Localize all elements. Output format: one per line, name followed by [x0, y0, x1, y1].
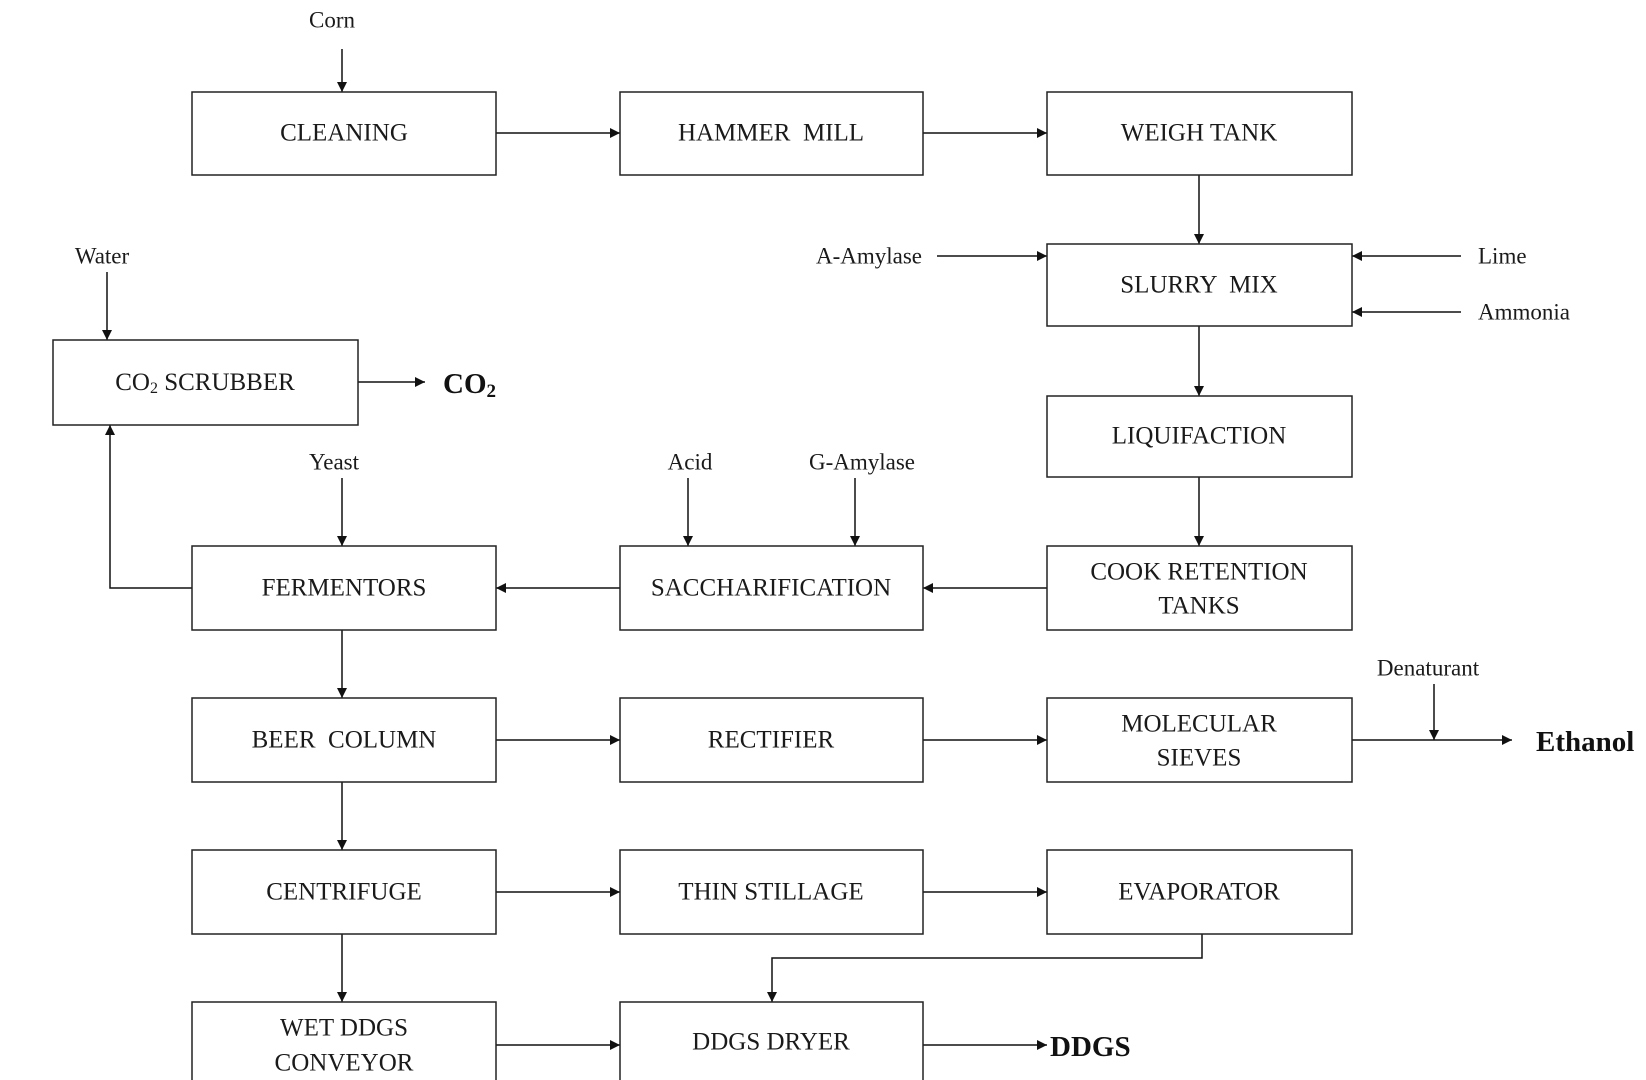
- node-centrifuge-label: CENTRIFUGE: [266, 879, 422, 906]
- input-lime: Lime: [1478, 244, 1527, 269]
- edge-fermentors-co2scrubber: [105, 425, 192, 589]
- node-thin-stillage-label: THIN STILLAGE: [678, 879, 863, 906]
- node-hammer-mill: HAMMER MILL: [619, 91, 924, 176]
- node-molecular-sieves-line1: MOLECULAR: [1121, 711, 1277, 738]
- node-weigh-tank-label: WEIGH TANK: [1121, 120, 1278, 147]
- node-wet-ddgs-line2: CONVEYOR: [275, 1050, 414, 1077]
- node-slurry-mix-label: SLURRY MIX: [1120, 272, 1277, 299]
- node-beer-column: BEER COLUMN: [191, 697, 497, 783]
- node-fermentors: FERMENTORS: [191, 545, 497, 631]
- output-co2-subscript: 2: [487, 381, 497, 402]
- input-water: Water: [75, 244, 130, 269]
- node-cook-retention-line2: TANKS: [1158, 593, 1239, 620]
- node-evaporator: EVAPORATOR: [1046, 849, 1353, 935]
- co2-scrubber-subscript: 2: [150, 380, 158, 397]
- co2-scrubber-pre: CO: [115, 369, 150, 396]
- node-molecular-sieves: MOLECULAR SIEVES: [1046, 697, 1353, 783]
- node-cook-retention-line1: COOK RETENTION: [1090, 559, 1307, 586]
- node-molecular-sieves-line2: SIEVES: [1157, 745, 1242, 772]
- co2-scrubber-post: SCRUBBER: [158, 369, 295, 396]
- node-liquifaction-label: LIQUIFACTION: [1112, 423, 1287, 450]
- input-ammonia: Ammonia: [1478, 300, 1570, 325]
- input-acid: Acid: [668, 450, 713, 475]
- node-fermentors-label: FERMENTORS: [262, 575, 427, 602]
- node-liquifaction: LIQUIFACTION: [1046, 395, 1353, 478]
- output-co2: CO2: [443, 368, 496, 402]
- input-denaturant: Denaturant: [1377, 656, 1480, 681]
- flow-edges: [102, 49, 1512, 1050]
- node-saccharification: SACCHARIFICATION: [619, 545, 924, 631]
- node-beer-column-label: BEER COLUMN: [252, 727, 437, 754]
- output-labels: CO2 Ethanol DDGS: [443, 368, 1634, 1063]
- node-slurry-mix: SLURRY MIX: [1046, 243, 1353, 327]
- input-a-amylase: A-Amylase: [816, 244, 922, 269]
- node-hammer-mill-label: HAMMER MILL: [678, 120, 864, 147]
- output-ddgs: DDGS: [1050, 1031, 1131, 1063]
- node-ddgs-dryer-label: DDGS DRYER: [692, 1029, 850, 1056]
- node-saccharification-label: SACCHARIFICATION: [651, 575, 891, 602]
- edge-evaporator-ddgsdryer: [767, 934, 1203, 1002]
- node-thin-stillage: THIN STILLAGE: [619, 849, 924, 935]
- node-evaporator-label: EVAPORATOR: [1118, 879, 1280, 906]
- output-co2-main: CO: [443, 368, 487, 400]
- node-ddgs-dryer: DDGS DRYER: [619, 1001, 924, 1080]
- input-labels: Corn Water A-Amylase Lime Ammonia Yeast …: [75, 8, 1570, 681]
- node-cleaning-label: CLEANING: [280, 120, 408, 147]
- node-wet-ddgs-line1: WET DDGS: [280, 1015, 408, 1042]
- input-corn: Corn: [309, 8, 356, 33]
- node-weigh-tank: WEIGH TANK: [1046, 91, 1353, 176]
- node-wet-ddgs-conveyor: WET DDGS CONVEYOR: [191, 1001, 497, 1080]
- node-rectifier: RECTIFIER: [619, 697, 924, 783]
- node-co2-scrubber-label: CO2 SCRUBBER: [115, 369, 295, 397]
- node-co2-scrubber: CO2 SCRUBBER: [52, 339, 359, 426]
- input-yeast: Yeast: [309, 450, 360, 475]
- node-centrifuge: CENTRIFUGE: [191, 849, 497, 935]
- output-ethanol: Ethanol: [1536, 726, 1634, 758]
- node-cook-retention-tanks: COOK RETENTION TANKS: [1046, 545, 1353, 631]
- input-g-amylase: G-Amylase: [809, 450, 915, 475]
- node-rectifier-label: RECTIFIER: [708, 727, 835, 754]
- node-cleaning: CLEANING: [191, 91, 497, 176]
